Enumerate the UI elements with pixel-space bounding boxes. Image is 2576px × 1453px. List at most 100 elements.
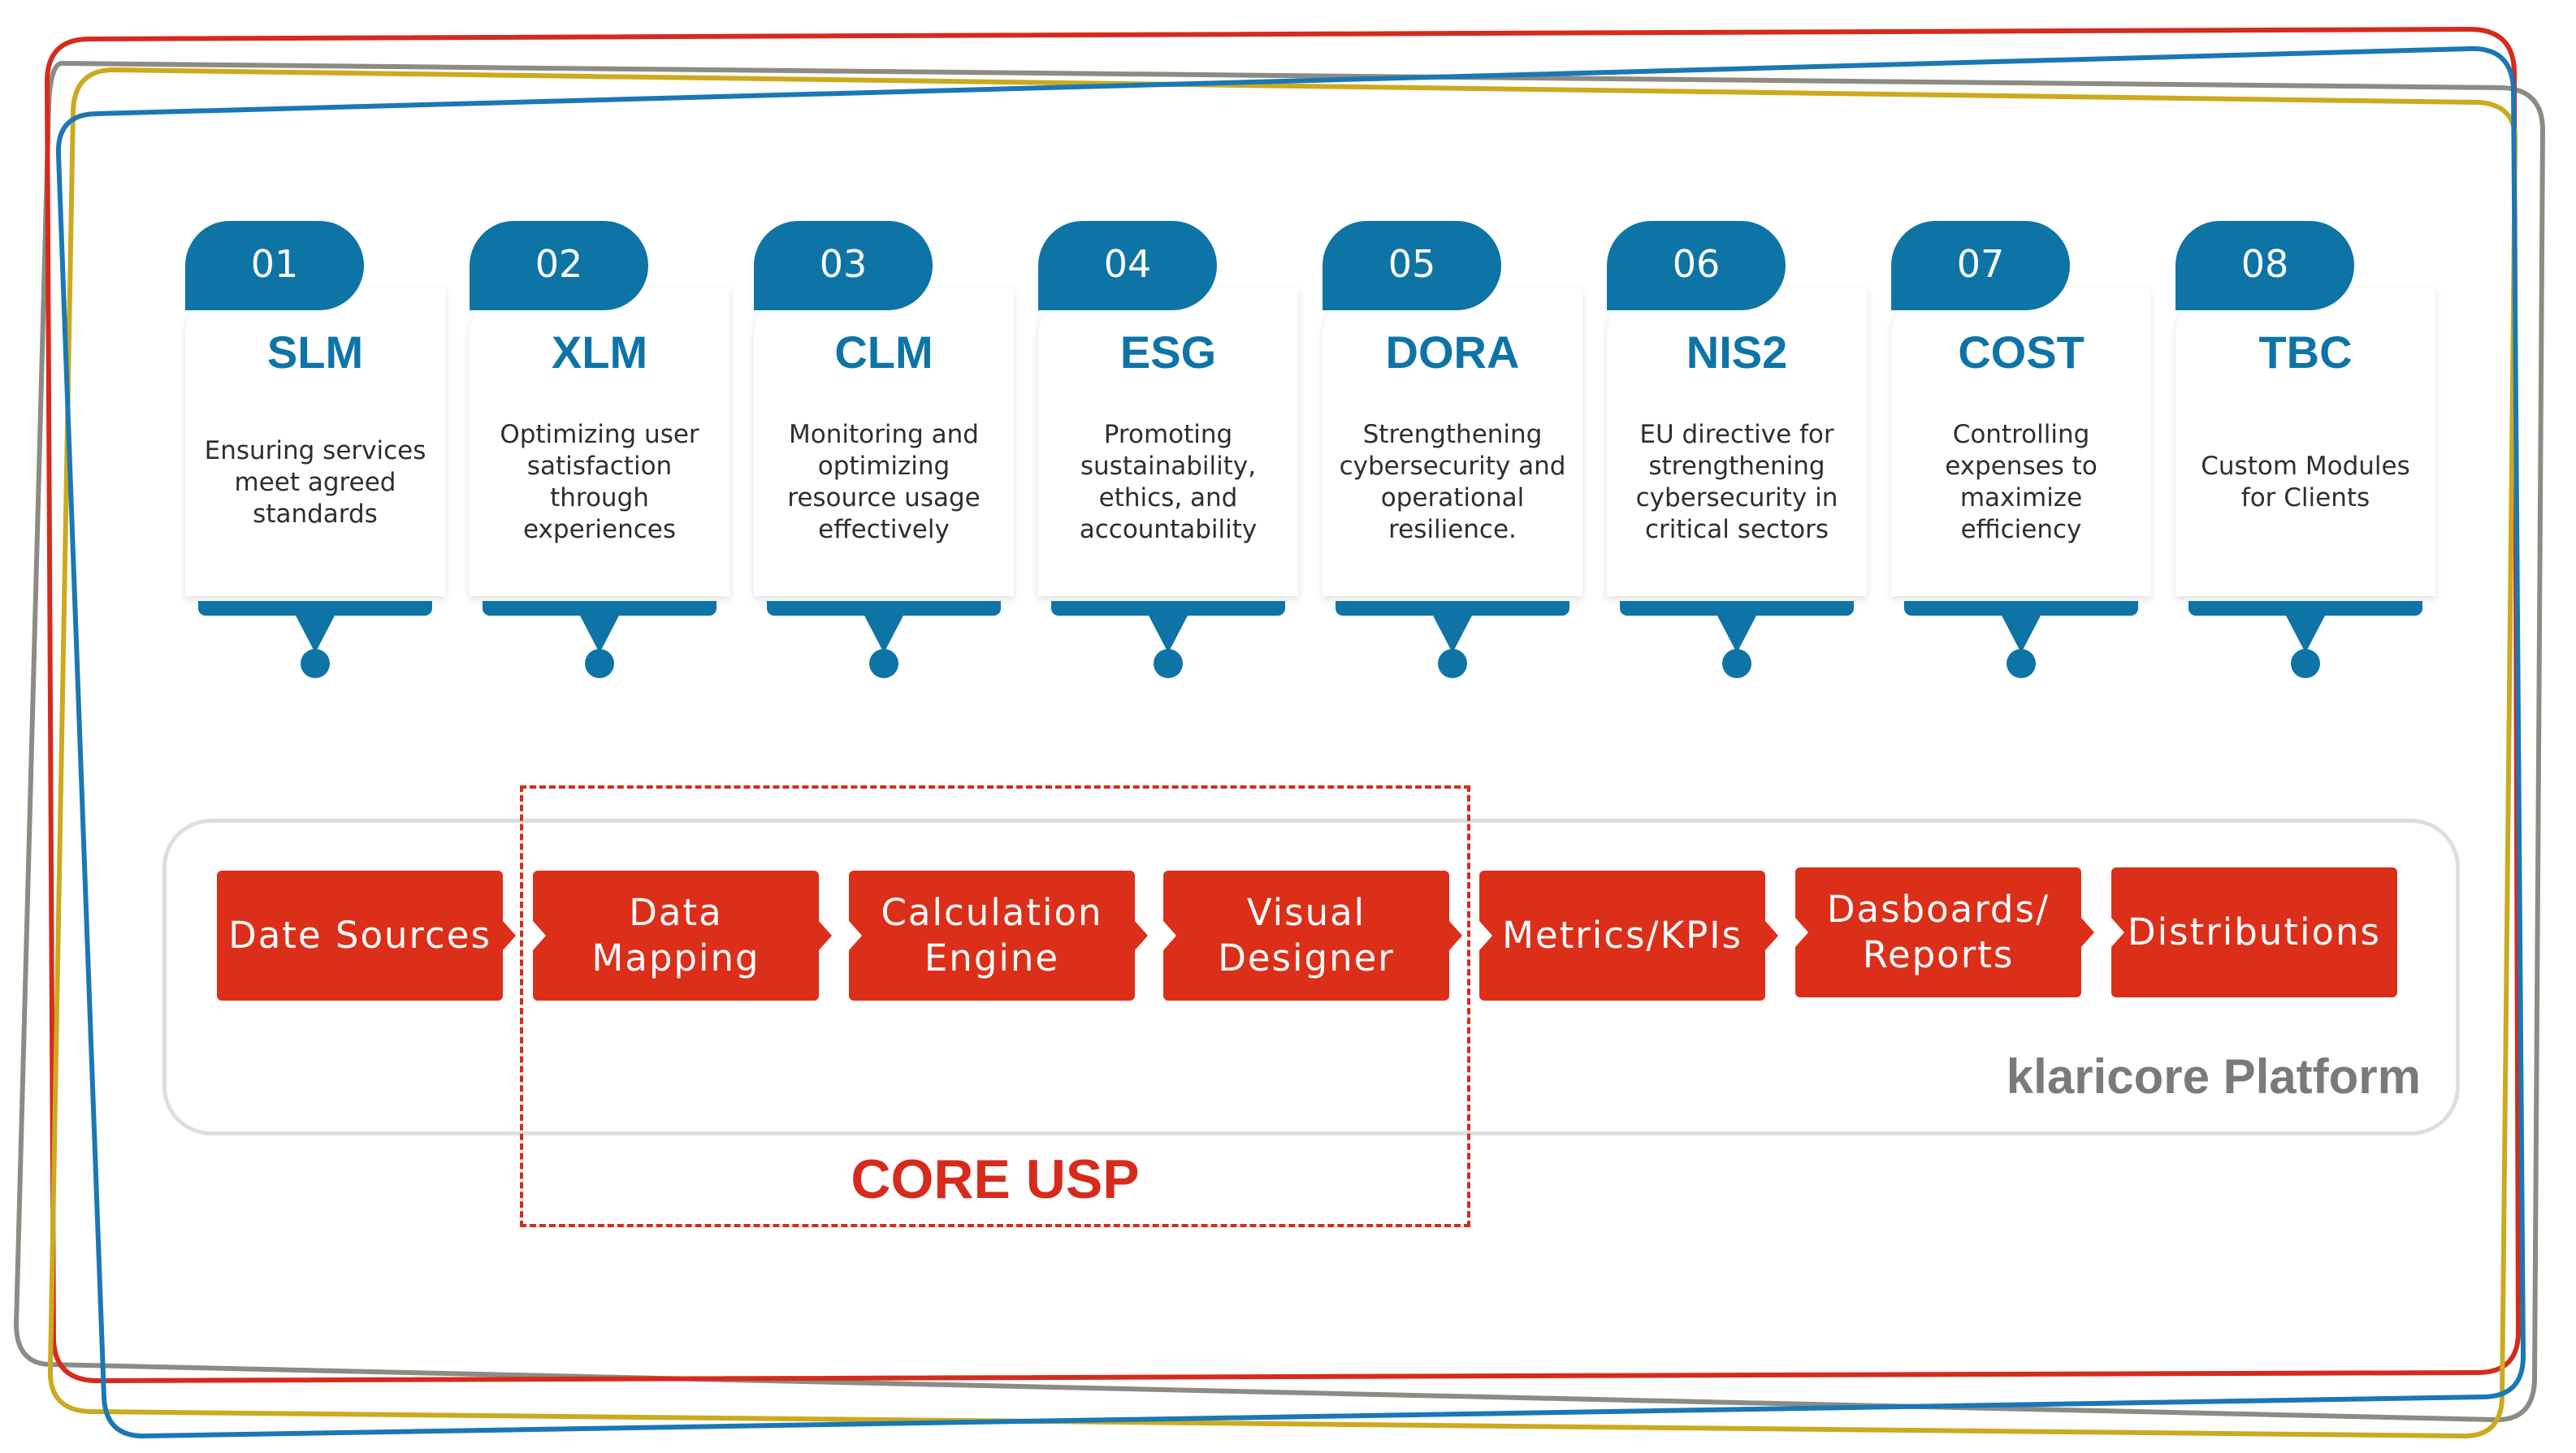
module-title: COST [1958,326,2085,378]
platform-container [162,819,2460,1135]
module-pointer [2285,614,2326,653]
pipeline-step-label: Distributions [2128,910,2381,954]
module-number: 06 [1672,242,1721,286]
module-description-box: Monitoring and optimizing resource usage… [754,417,1014,547]
module-title: NIS2 [1686,326,1788,378]
pipeline-step-label: Data Mapping [591,891,760,979]
module-number: 03 [819,242,868,286]
module-description: Ensuring services meet agreed standards [204,435,426,529]
module-description: Promoting sustainability, ethics, and ac… [1079,420,1258,544]
module-title: SLM [266,326,364,378]
module-number-tab: 04 [1038,221,1217,310]
module-pointer [1432,614,1473,653]
module-description-box: Ensuring services meet agreed standards [185,417,445,547]
module-description: Monitoring and optimizing resource usage… [787,420,981,544]
module-base-bar [483,601,717,616]
module-card-body: TBC Custom Modules for Clients [2176,288,2435,596]
core-usp-highlight [520,785,1470,1227]
pipeline-step-label: Visual Designer [1218,891,1395,979]
module-description-box: Custom Modules for Clients [2176,417,2435,547]
module-base-bar [1904,601,2138,616]
gray-frame [13,61,2546,1423]
module-description-box: Controlling expenses to maximize efficie… [1891,417,2151,547]
pipeline-step: Data Mapping [533,871,832,1001]
module-number-tab: 07 [1891,221,2070,310]
module-title: ESG [1119,326,1217,378]
module-number-tab: 03 [754,221,933,310]
module-connector-dot [585,649,614,678]
module-base-bar [198,601,432,616]
module-number-tab: 06 [1607,221,1786,310]
module-connector-dot [1438,649,1467,678]
module-card: DORA Strengthening cybersecurity and ope… [1323,213,1582,700]
core-usp-label: CORE USP [851,1148,1140,1210]
module-description: Custom Modules for Clients [2201,452,2410,512]
pipeline-step: Dasboards/ Reports [1795,867,2094,997]
blue-frame [55,45,2526,1439]
red-frame [44,26,2522,1384]
module-card-body: NIS2 EU directive for strengthening cybe… [1607,288,1867,596]
pipeline-step: Distributions [2111,867,2397,997]
module-title: TBC [2258,326,2353,378]
pipeline-step-label: Date Sources [228,914,491,957]
module-card: COST Controlling expenses to maximize ef… [1891,213,2151,700]
module-title: XLM [551,326,648,378]
module-title: DORA [1385,326,1520,378]
module-description-box: Strengthening cybersecurity and operatio… [1323,417,1582,547]
module-number: 05 [1388,242,1436,286]
module-connector-dot [2007,649,2036,678]
module-card: SLM Ensuring services meet agreed standa… [185,213,445,700]
module-number: 02 [535,242,583,286]
pipeline-step: Metrics/KPIs [1479,871,1778,1001]
module-connector-dot [301,649,330,678]
module-pointer [1717,614,1757,653]
module-description: Optimizing user satisfaction through exp… [500,420,699,544]
module-connector-dot [1722,649,1751,678]
module-card-body: COST Controlling expenses to maximize ef… [1891,288,2151,596]
module-connector-dot [1154,649,1183,678]
module-description-box: Promoting sustainability, ethics, and ac… [1038,417,1298,547]
module-connector-dot [869,649,898,678]
pipeline-step: Calculation Engine [849,871,1148,1001]
module-card-body: DORA Strengthening cybersecurity and ope… [1323,288,1582,596]
module-card: ESG Promoting sustainability, ethics, an… [1038,213,1298,700]
module-number-tab: 08 [2176,221,2354,310]
module-card: NIS2 EU directive for strengthening cybe… [1607,213,1867,700]
module-base-bar [1051,601,1285,616]
module-card: CLM Monitoring and optimizing resource u… [754,213,1014,700]
module-connector-dot [2291,649,2320,678]
pipeline-step-label: Metrics/KPIs [1502,914,1743,957]
pipeline-step: Date Sources [217,871,516,1001]
module-number: 07 [1956,242,2005,286]
module-number-tab: 01 [185,221,364,310]
module-title: CLM [834,326,933,378]
module-card-body: XLM Optimizing user satisfaction through… [470,288,730,596]
module-number-tab: 05 [1323,221,1501,310]
module-number: 04 [1103,242,1152,286]
module-base-bar [2189,601,2422,616]
module-card: XLM Optimizing user satisfaction through… [470,213,730,700]
module-card-body: CLM Monitoring and optimizing resource u… [754,288,1014,596]
module-pointer [864,614,904,653]
module-description-box: Optimizing user satisfaction through exp… [470,417,730,547]
module-pointer [1148,614,1188,653]
pipeline-step-label: Calculation Engine [881,891,1103,979]
module-description: Strengthening cybersecurity and operatio… [1339,420,1566,544]
module-description: EU directive for strengthening cybersecu… [1635,420,1838,544]
module-number-tab: 02 [470,221,648,310]
pipeline-step-label: Dasboards/ Reports [1826,888,2050,976]
module-card-body: ESG Promoting sustainability, ethics, an… [1038,288,1298,596]
module-card-body: SLM Ensuring services meet agreed standa… [185,288,445,596]
module-number: 01 [250,242,299,286]
module-card: TBC Custom Modules for Clients 08 [2176,213,2435,700]
platform-label: klaricore Platform [2006,1049,2421,1104]
module-base-bar [1336,601,1569,616]
module-pointer [2001,614,2041,653]
module-pointer [579,614,620,653]
module-description: Controlling expenses to maximize efficie… [1945,420,2098,544]
module-number: 08 [2240,242,2289,286]
module-base-bar [1620,601,1854,616]
module-pointer [295,614,336,653]
module-base-bar [767,601,1001,616]
